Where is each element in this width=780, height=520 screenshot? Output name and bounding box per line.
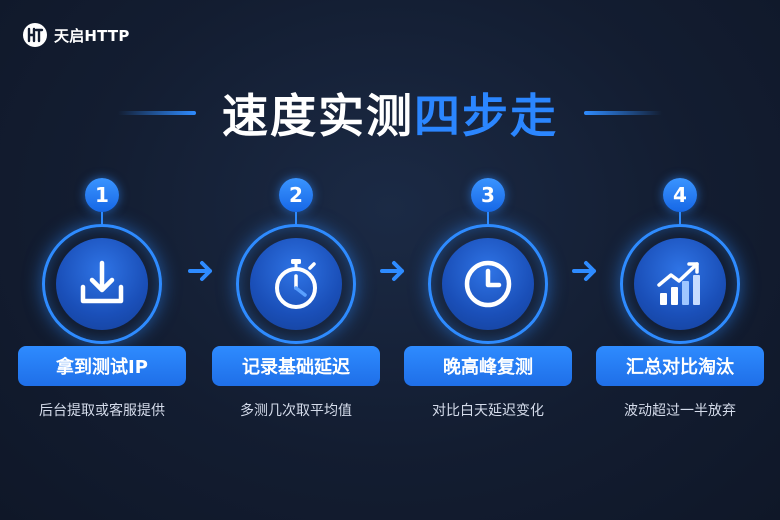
step-1: 1 拿到测试IP 后台提取或客服提供 xyxy=(12,178,192,428)
icon-circle xyxy=(56,238,148,330)
icon-ring xyxy=(428,224,548,344)
step-label: 汇总对比淘汰 xyxy=(596,346,764,386)
ht-logo-icon xyxy=(23,23,47,47)
icon-circle xyxy=(442,238,534,330)
badge-connector xyxy=(101,212,103,226)
step-description: 对比白天延迟变化 xyxy=(432,403,544,419)
icon-circle xyxy=(250,238,342,330)
clock-icon xyxy=(464,260,512,308)
brand-logo: 天启HTTP xyxy=(22,22,130,48)
badge-connector xyxy=(487,212,489,226)
step-4: 4 汇总对比淘汰 波动超过一半放弃 xyxy=(590,178,770,428)
page-title: 速度实测四步走 xyxy=(222,80,558,146)
step-number-badge: 1 xyxy=(85,178,119,212)
step-description: 波动超过一半放弃 xyxy=(624,403,736,419)
step-label: 拿到测试IP xyxy=(18,346,186,386)
step-3: 3 晚高峰复测 对比白天延迟变化 xyxy=(398,178,578,428)
icon-ring xyxy=(620,224,740,344)
title-white-part: 速度实测 xyxy=(222,89,414,143)
title-blue-part: 四步走 xyxy=(414,89,558,143)
step-description: 后台提取或客服提供 xyxy=(39,403,165,419)
arrow-right-icon xyxy=(572,261,596,281)
icon-circle xyxy=(634,238,726,330)
step-number-badge: 2 xyxy=(279,178,313,212)
bar-chart-trend-icon xyxy=(657,262,700,305)
brand-name: 天启HTTP xyxy=(54,26,130,45)
step-number-badge: 3 xyxy=(471,178,505,212)
step-number-badge: 4 xyxy=(663,178,697,212)
step-label: 记录基础延迟 xyxy=(212,346,380,386)
download-icon xyxy=(80,260,124,304)
badge-connector xyxy=(295,212,297,226)
arrow-right-icon xyxy=(380,261,404,281)
icon-ring xyxy=(42,224,162,344)
step-2: 2 记录基础延迟 多测几次取平均值 xyxy=(206,178,386,428)
icon-ring xyxy=(236,224,356,344)
title-decor-line-right xyxy=(584,111,662,115)
arrow-right-icon xyxy=(188,261,212,281)
step-description: 多测几次取平均值 xyxy=(240,403,352,419)
page-title-row: 速度实测四步走 xyxy=(0,78,780,148)
step-label: 晚高峰复测 xyxy=(404,346,572,386)
stopwatch-icon xyxy=(275,259,317,309)
badge-connector xyxy=(679,212,681,226)
title-decor-line-left xyxy=(118,111,196,115)
